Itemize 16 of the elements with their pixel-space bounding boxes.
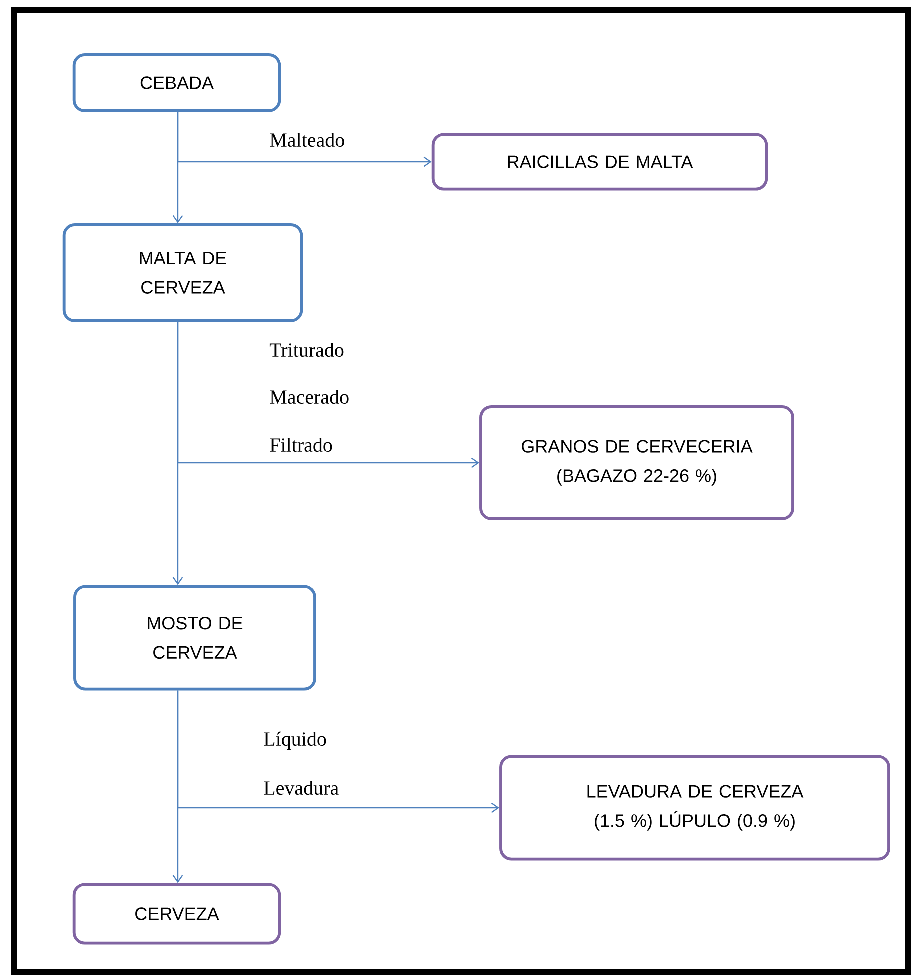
- step-label: Levadura: [264, 780, 339, 796]
- process-box: RAICILLAS DE MALTA: [432, 133, 768, 191]
- step-label: Líquido: [264, 732, 326, 750]
- process-box: LEVADURA DE CERVEZA (1.5 %) LÚPULO (0.9 %): [500, 755, 890, 861]
- edge-label: Malteado: [270, 132, 344, 148]
- step-label: Macerado: [270, 390, 349, 404]
- arrow: [172, 322, 184, 586]
- process-box: CERVEZA: [72, 883, 282, 945]
- process-box: MALTA DE CERVEZA: [62, 224, 304, 322]
- arrow: [172, 690, 184, 884]
- process-box: GRANOS DE CERVECERIA (BAGAZO 22-26 %): [480, 406, 794, 520]
- step-label: Filtrado: [270, 438, 332, 452]
- arrow: [172, 112, 184, 224]
- process-box: MOSTO DE CERVEZA: [74, 585, 316, 691]
- process-box: CEBADA: [72, 54, 282, 112]
- step-label: Triturado: [270, 342, 344, 358]
